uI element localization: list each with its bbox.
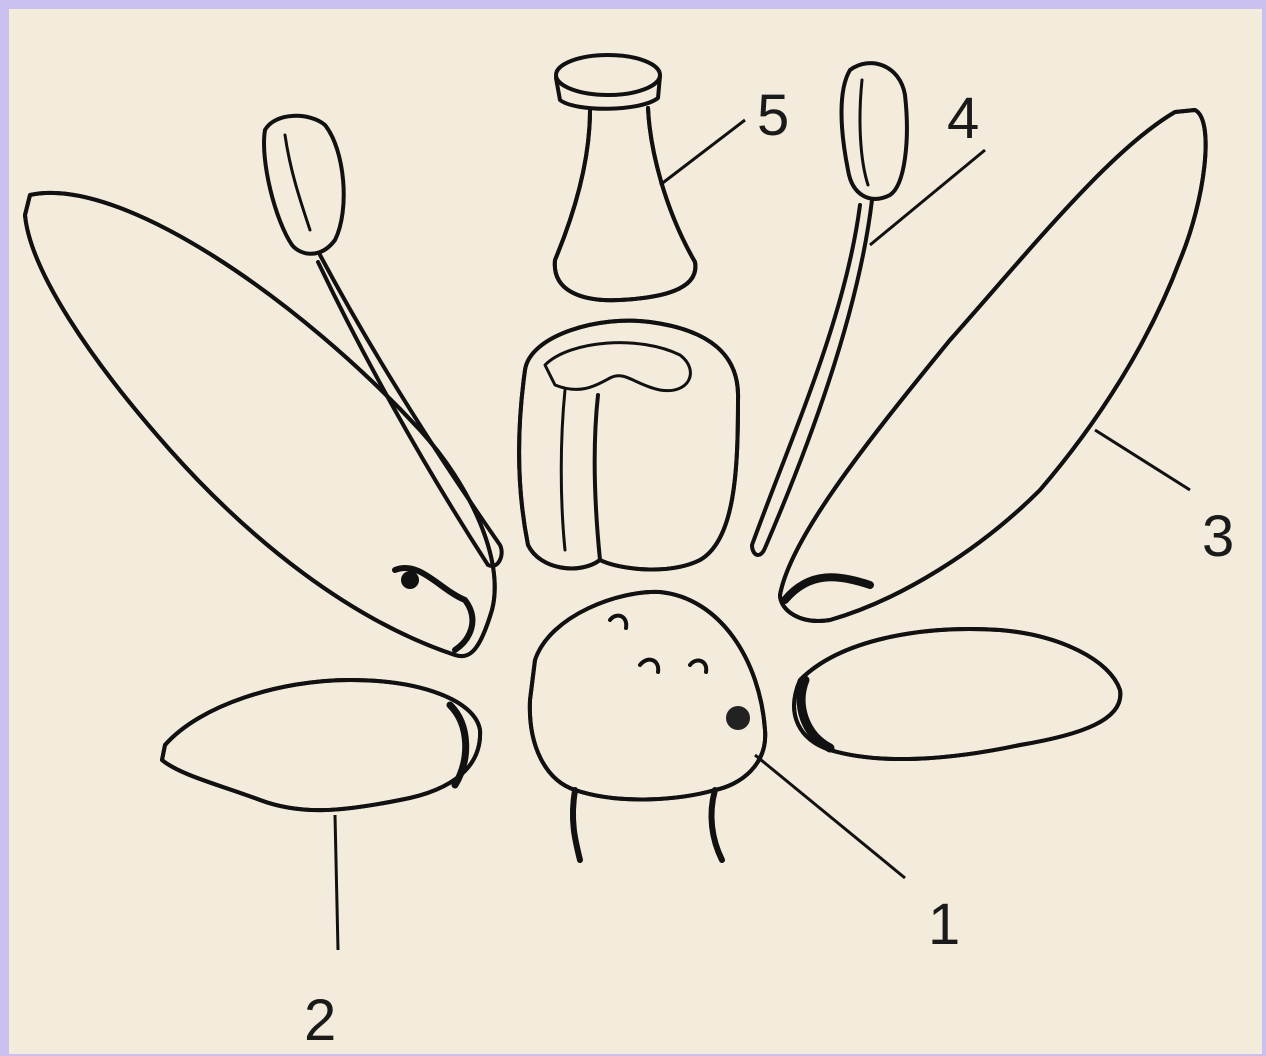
left-stamen bbox=[264, 116, 502, 566]
rolled-petal-whorl bbox=[519, 321, 738, 570]
leader-line-3 bbox=[1095, 430, 1190, 490]
left-petal bbox=[25, 193, 495, 656]
part-labels: 5 4 3 2 1 bbox=[304, 83, 1234, 1053]
right-petal bbox=[780, 110, 1206, 621]
leader-line-5 bbox=[660, 120, 745, 185]
leader-line-1 bbox=[755, 755, 905, 878]
leader-lines bbox=[335, 120, 1190, 950]
right-sepal bbox=[794, 629, 1120, 759]
leader-line-2 bbox=[335, 815, 338, 950]
ovary-receptacle bbox=[530, 592, 765, 860]
label-3: 3 bbox=[1202, 504, 1234, 569]
pistil bbox=[555, 55, 696, 300]
label-5: 5 bbox=[757, 83, 789, 148]
label-2: 2 bbox=[304, 988, 336, 1053]
label-4: 4 bbox=[947, 86, 979, 151]
label-1: 1 bbox=[928, 892, 960, 957]
left-sepal bbox=[162, 680, 480, 810]
